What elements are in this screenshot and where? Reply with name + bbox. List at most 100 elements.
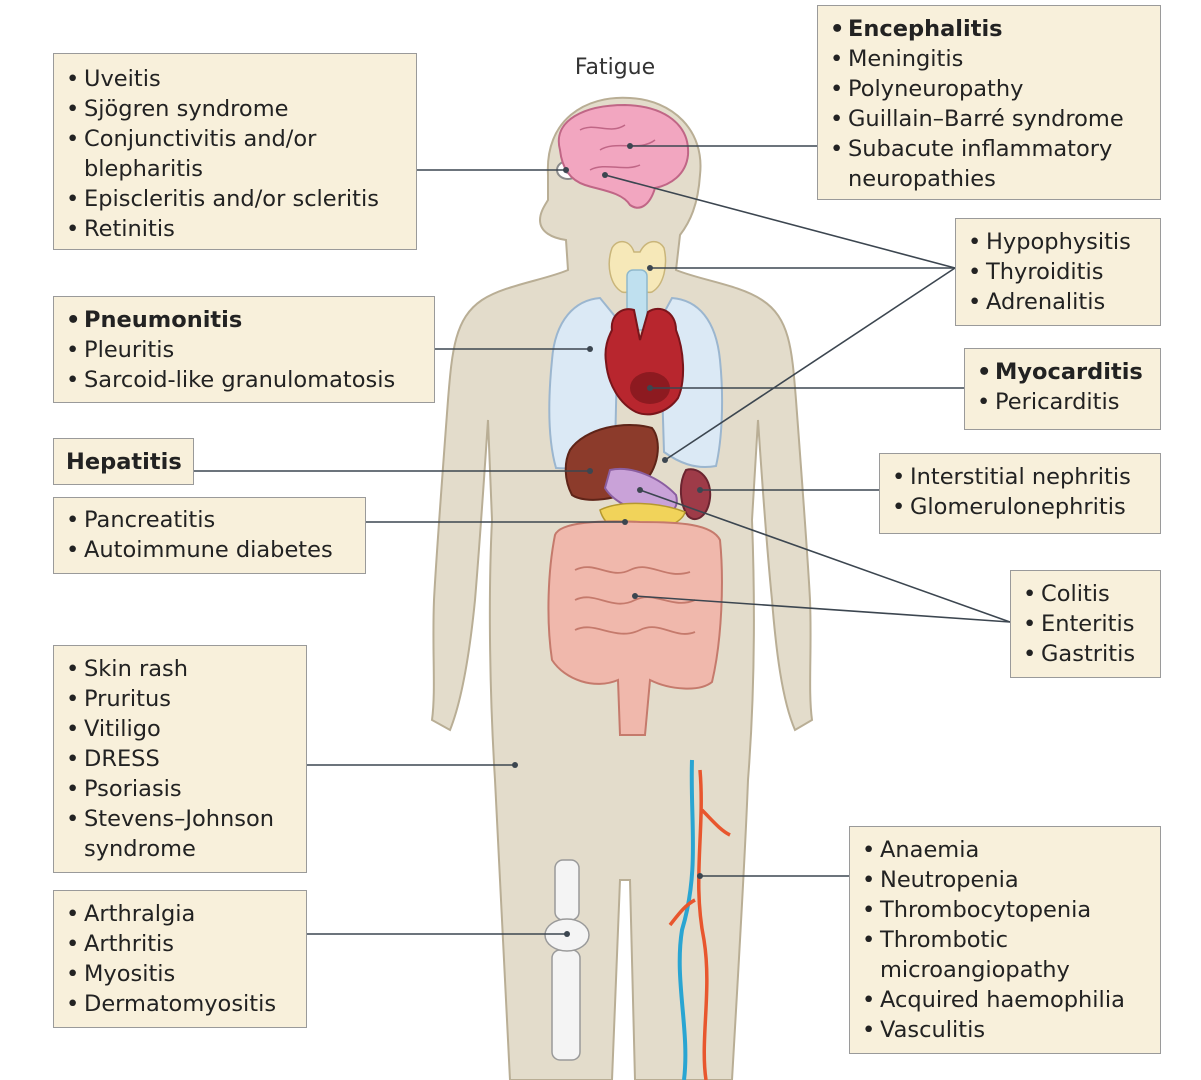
bullet-icon: • — [66, 901, 80, 927]
blood-item: •Thrombocytopenia — [862, 895, 1148, 925]
eye-box: •Uveitis•Sjögren syndrome•Conjunctivitis… — [53, 53, 417, 250]
blood-item: •Anaemia — [862, 835, 1148, 865]
blood-box: •Anaemia•Neutropenia•Thrombocytopenia•Th… — [849, 826, 1161, 1054]
skin-item-text: Stevens–Johnson syndrome — [84, 806, 275, 862]
endocrine-item-text: Hypophysitis — [986, 229, 1131, 255]
endocrine-item: •Thyroiditis — [968, 257, 1148, 287]
bullet-icon: • — [66, 66, 80, 92]
bullet-icon: • — [830, 46, 844, 72]
skin-item: •Vitiligo — [66, 714, 294, 744]
brain-item: •Meningitis — [830, 44, 1148, 74]
blood-item-text: Acquired haemophilia — [880, 987, 1125, 1013]
heart-box: •Myocarditis•Pericarditis — [964, 348, 1161, 430]
bullet-icon: • — [66, 307, 81, 333]
thyroid-shape — [608, 240, 667, 294]
bullet-icon: • — [862, 1017, 876, 1043]
lung-item-text: Pneumonitis — [84, 307, 243, 333]
brain-item: •Polyneuropathy — [830, 74, 1148, 104]
brain-item-text: Polyneuropathy — [848, 76, 1024, 102]
bullet-icon: • — [66, 126, 80, 152]
bullet-icon: • — [66, 961, 80, 987]
brain-item-text: Guillain–Barré syndrome — [848, 106, 1124, 132]
bullet-icon: • — [66, 96, 80, 122]
bullet-icon: • — [1023, 611, 1037, 637]
bullet-icon: • — [892, 464, 906, 490]
blood-item-text: Vasculitis — [880, 1017, 986, 1043]
joint-item: •Myositis — [66, 959, 294, 989]
liver-label: Hepatitis — [66, 449, 182, 475]
eye-item: •Episcleritis and/or scleritis — [66, 184, 404, 214]
heart-item: •Pericarditis — [977, 387, 1148, 417]
endocrine-item-text: Thyroiditis — [986, 259, 1104, 285]
blood-item: •Acquired haemophilia — [862, 985, 1148, 1015]
connector-dots — [512, 143, 703, 937]
bullet-icon: • — [830, 76, 844, 102]
eye-item-text: Sjögren syndrome — [84, 96, 289, 122]
bullet-icon: • — [968, 289, 982, 315]
blood-item: •Thrombotic microangiopathy — [862, 925, 1148, 985]
bullet-icon: • — [66, 716, 80, 742]
bullet-icon: • — [977, 359, 992, 385]
bullet-icon: • — [66, 216, 80, 242]
gut-item-text: Gastritis — [1041, 641, 1136, 667]
joint-item: •Dermatomyositis — [66, 989, 294, 1019]
bullet-icon: • — [66, 507, 80, 533]
blood-item: •Neutropenia — [862, 865, 1148, 895]
gut-item: •Enteritis — [1023, 609, 1148, 639]
joint-item-text: Dermatomyositis — [84, 991, 277, 1017]
skin-item: •DRESS — [66, 744, 294, 774]
bullet-icon: • — [66, 776, 80, 802]
bullet-icon: • — [862, 837, 876, 863]
bullet-icon: • — [66, 806, 80, 832]
blood-item-text: Anaemia — [880, 837, 980, 863]
blood-item-text: Neutropenia — [880, 867, 1019, 893]
gut-item: •Colitis — [1023, 579, 1148, 609]
bullet-icon: • — [830, 136, 844, 162]
bullet-icon: • — [66, 931, 80, 957]
bullet-icon: • — [1023, 581, 1037, 607]
endocrine-item-text: Adrenalitis — [986, 289, 1106, 315]
skin-item-text: Vitiligo — [84, 716, 161, 742]
eye-item-text: Uveitis — [84, 66, 161, 92]
lung-box: •Pneumonitis•Pleuritis•Sarcoid-like gran… — [53, 296, 435, 403]
bullet-icon: • — [66, 186, 80, 212]
kidney-box: •Interstitial nephritis•Glomerulonephrit… — [879, 453, 1161, 534]
joint-box: •Arthralgia•Arthritis•Myositis•Dermatomy… — [53, 890, 307, 1028]
lung-item: •Pleuritis — [66, 335, 422, 365]
bullet-icon: • — [977, 389, 991, 415]
skin-item: •Skin rash — [66, 654, 294, 684]
brain-item-text: Subacute inflammatory neuropathies — [848, 136, 1113, 192]
pancreas-item: •Pancreatitis — [66, 505, 353, 535]
bullet-icon: • — [66, 686, 80, 712]
bullet-icon: • — [892, 494, 906, 520]
endocrine-item: •Hypophysitis — [968, 227, 1148, 257]
bullet-icon: • — [968, 229, 982, 255]
endocrine-box: •Hypophysitis•Thyroiditis•Adrenalitis — [955, 218, 1161, 326]
pancreas-item-text: Autoimmune diabetes — [84, 537, 333, 563]
eye-item-text: Retinitis — [84, 216, 175, 242]
skin-box: •Skin rash•Pruritus•Vitiligo•DRESS•Psori… — [53, 645, 307, 873]
brain-shape — [557, 103, 690, 209]
kidney-item-text: Glomerulonephritis — [910, 494, 1126, 520]
skin-item-text: Psoriasis — [84, 776, 182, 802]
joint-item-text: Arthralgia — [84, 901, 196, 927]
kidney-item: •Interstitial nephritis — [892, 462, 1148, 492]
skin-item-text: Skin rash — [84, 656, 188, 682]
bullet-icon: • — [1023, 641, 1037, 667]
heart-item: •Myocarditis — [977, 357, 1148, 387]
skin-item-text: DRESS — [84, 746, 160, 772]
brain-item: •Subacute inflammatory neuropathies — [830, 134, 1148, 194]
brain-item: •Guillain–Barré syndrome — [830, 104, 1148, 134]
bullet-icon: • — [830, 106, 844, 132]
line-gut-intestine — [634, 595, 1011, 623]
brain-box: •Encephalitis•Meningitis•Polyneuropathy•… — [817, 5, 1161, 200]
lung-item-text: Sarcoid-like granulomatosis — [84, 367, 396, 393]
pancreas-item-text: Pancreatitis — [84, 507, 216, 533]
bullet-icon: • — [66, 537, 80, 563]
lung-item-text: Pleuritis — [84, 337, 175, 363]
skin-item-text: Pruritus — [84, 686, 171, 712]
gut-item-text: Colitis — [1041, 581, 1110, 607]
blood-item-text: Thrombocytopenia — [880, 897, 1092, 923]
